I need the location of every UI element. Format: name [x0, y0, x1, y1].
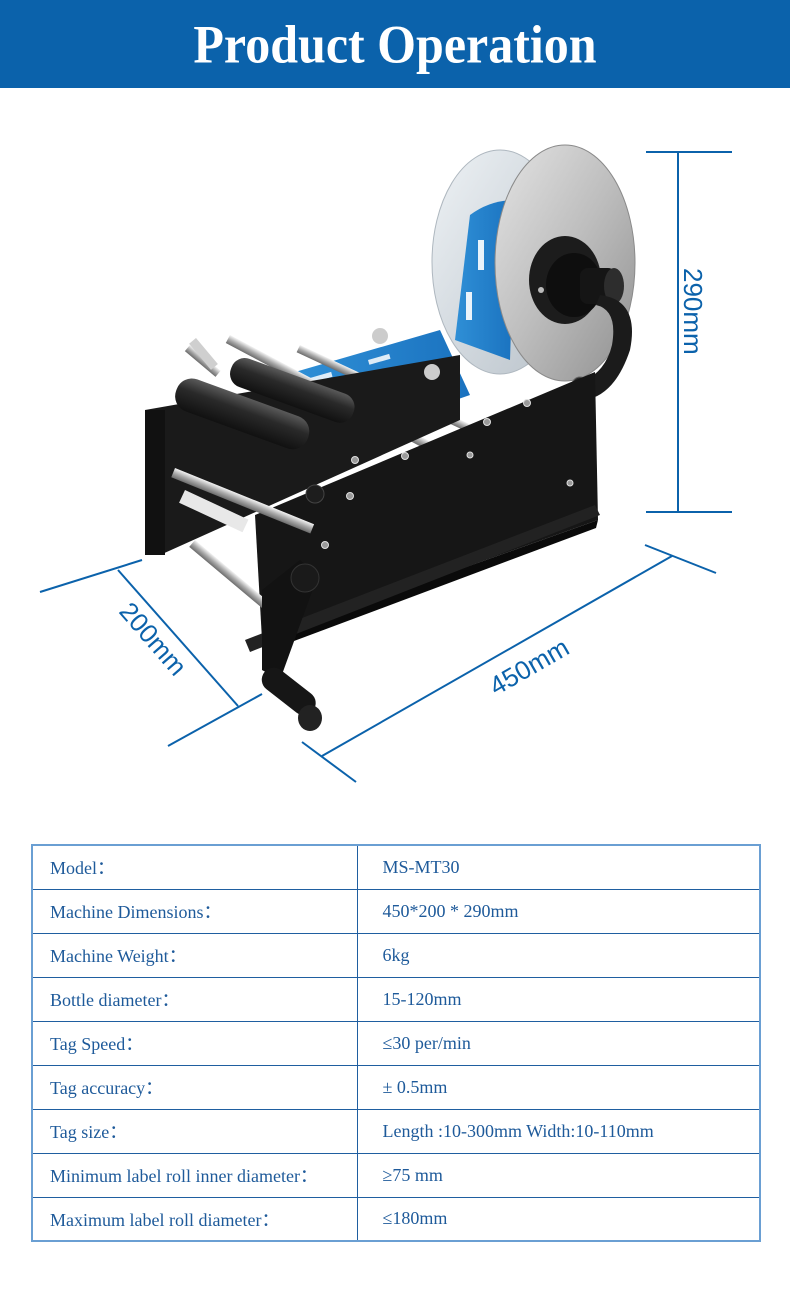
table-row: Minimum label roll inner diameter： ≥75 m…	[31, 1152, 761, 1198]
table-row: Maximum label roll diameter： ≤180mm	[31, 1196, 761, 1242]
height-dimension-label: 290mm	[678, 268, 708, 355]
spec-label: Machine Dimensions：	[31, 888, 358, 934]
spec-value: ≥75 mm	[356, 1152, 761, 1198]
table-row: Machine Weight： 6kg	[31, 932, 761, 978]
table-row: Machine Dimensions： 450*200 * 290mm	[31, 888, 761, 934]
spec-label: Minimum label roll inner diameter：	[31, 1152, 358, 1198]
spec-label: Tag accuracy：	[31, 1064, 358, 1110]
spec-value: ± 0.5mm	[356, 1064, 761, 1110]
spec-label: Tag Speed：	[31, 1020, 358, 1066]
press-roller-1	[175, 378, 310, 450]
spec-value: ≤180mm	[356, 1196, 761, 1242]
spec-value: 15-120mm	[356, 976, 761, 1022]
table-row: Tag size： Length :10-300mm Width:10-110m…	[31, 1108, 761, 1154]
spec-label: Machine Weight：	[31, 932, 358, 978]
spec-value: 6kg	[356, 932, 761, 978]
spec-value: 450*200 * 290mm	[356, 888, 761, 934]
width-dimension-label: 450mm	[484, 632, 574, 701]
labeling-machine-illustration: 290mm 200mm 450mm	[39, 144, 732, 783]
spec-label: Bottle diameter：	[31, 976, 358, 1022]
table-row: Tag accuracy： ± 0.5mm	[31, 1064, 761, 1110]
spec-value: MS-MT30	[356, 844, 761, 890]
specification-table: Model： MS-MT30 Machine Dimensions： 450*2…	[31, 844, 761, 1242]
side-plate	[255, 372, 598, 640]
table-row: Model： MS-MT30	[31, 844, 761, 890]
bottom-rod-1	[171, 468, 315, 534]
table-row: Bottle diameter： 15-120mm	[31, 976, 761, 1022]
spec-label: Model：	[31, 844, 358, 890]
product-image-area: 290mm 200mm 450mm	[0, 88, 790, 818]
press-roller-2	[230, 358, 355, 423]
spec-value: ≤30 per/min	[356, 1020, 761, 1066]
spec-label: Tag size：	[31, 1108, 358, 1154]
spec-value: Length :10-300mm Width:10-110mm	[356, 1108, 761, 1154]
depth-dimension	[39, 559, 263, 747]
crank-handle	[261, 667, 316, 716]
table-row: Tag Speed： ≤30 per/min	[31, 1020, 761, 1066]
height-dimension	[646, 151, 732, 513]
width-dimension	[301, 544, 717, 783]
spec-label: Maximum label roll diameter：	[31, 1196, 358, 1242]
reel-arm	[575, 295, 632, 400]
header-banner: Product Operation	[0, 0, 790, 88]
page-title: Product Operation	[193, 13, 597, 75]
